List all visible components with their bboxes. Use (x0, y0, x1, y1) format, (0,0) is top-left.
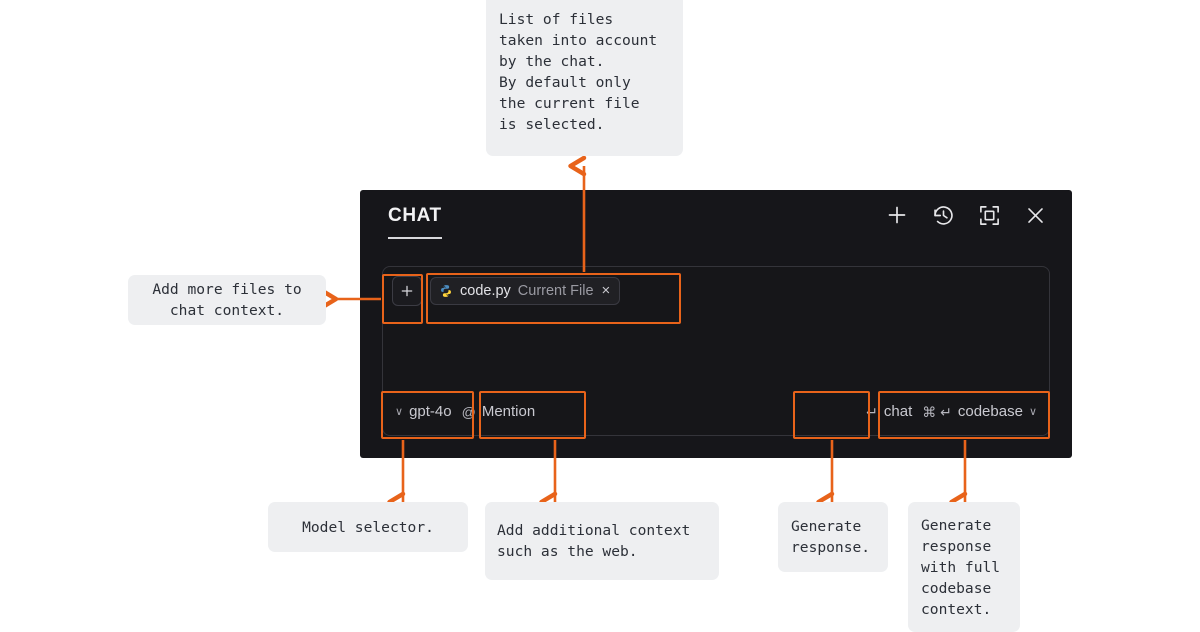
composer-footer-right: ↵ chat ⌘ ↵ codebase ∨ (866, 403, 1037, 421)
callout-additional-context: Add additional context such as the web. (485, 502, 719, 580)
chat-composer[interactable]: code.py Current File × ∨ gpt-4o @ Mentio… (382, 266, 1050, 436)
codebase-submit-label: codebase (957, 403, 1023, 420)
callout-model-selector: Model selector. (268, 502, 468, 552)
callout-generate-response: Generate response. (778, 502, 888, 572)
mention-label: Mention (481, 403, 536, 420)
file-chip-code-py[interactable]: code.py Current File × (430, 277, 621, 305)
callout-files-list: List of files taken into account by the … (486, 0, 683, 156)
model-selector-button[interactable]: ∨ gpt-4o (395, 404, 452, 420)
chat-submit-label: chat (883, 403, 913, 420)
new-chat-icon[interactable] (884, 202, 910, 228)
mention-button[interactable]: @ Mention (461, 403, 536, 421)
callout-add-files: Add more files to chat context. (128, 275, 326, 325)
callout-generate-codebase: Generate response with full codebase con… (908, 502, 1020, 632)
chevron-down-icon: ∨ (395, 406, 404, 418)
context-chip-row: code.py Current File × (392, 276, 621, 306)
chevron-down-icon: ∨ (1028, 406, 1037, 418)
file-chip-name: code.py (460, 283, 511, 299)
enter-key-icon: ↵ (866, 404, 878, 420)
chat-submit-button[interactable]: ↵ chat (866, 403, 913, 421)
python-file-icon (441, 285, 451, 297)
model-selector-label: gpt-4o (409, 403, 452, 420)
maximize-icon[interactable] (976, 202, 1002, 228)
tab-chat[interactable]: CHAT (388, 204, 442, 239)
close-icon[interactable] (1022, 202, 1048, 228)
panel-header: CHAT (360, 190, 1072, 258)
codebase-submit-button[interactable]: ⌘ ↵ codebase ∨ (922, 403, 1037, 421)
history-icon[interactable] (930, 202, 956, 228)
at-sign-icon: @ (461, 404, 476, 420)
file-chip-subtitle: Current File (517, 283, 594, 299)
command-enter-key-icon: ⌘ ↵ (922, 404, 952, 420)
chat-panel: CHAT (360, 190, 1072, 458)
header-icon-group (884, 202, 1048, 228)
composer-footer: ∨ gpt-4o @ Mention ↵ chat ⌘ ↵ c (383, 397, 1049, 427)
add-file-button[interactable] (392, 276, 422, 306)
file-chip-close-icon[interactable]: × (601, 282, 611, 299)
composer-footer-left: ∨ gpt-4o @ Mention (395, 403, 536, 421)
